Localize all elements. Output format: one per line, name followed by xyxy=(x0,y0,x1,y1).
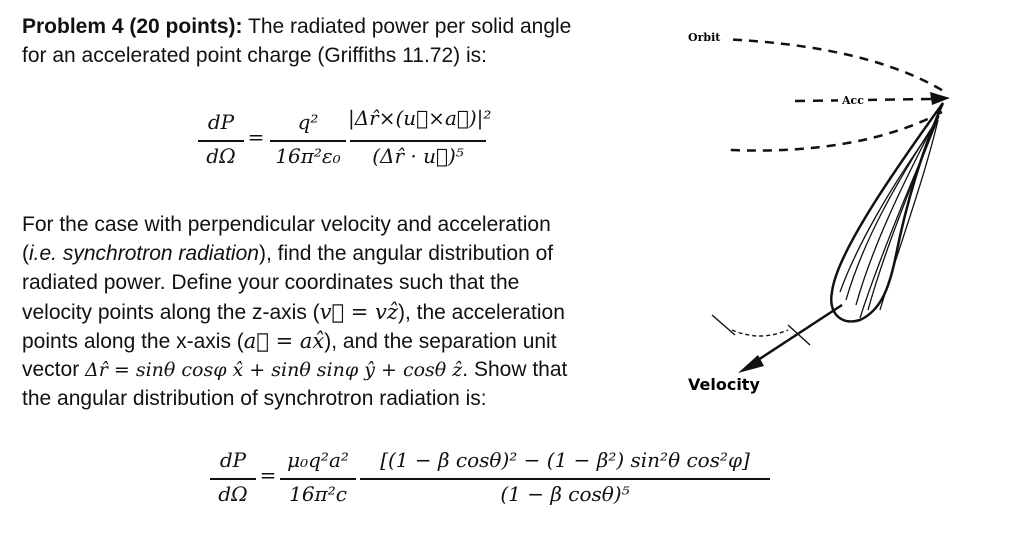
body-line-5-rest: ), and the separation unit xyxy=(324,330,557,353)
eq2-lhs-numerator: dP xyxy=(219,448,247,472)
eq2-equals: = xyxy=(259,463,277,487)
eq2-lhs-denominator: dΩ xyxy=(218,482,248,506)
synchrotron-figure: Orbit Acc Velocity xyxy=(684,29,950,394)
body-line-4-text: velocity points along the z-axis ( xyxy=(22,301,320,324)
body-line-4-rest: ), the acceleration xyxy=(397,301,565,324)
orbit-arc-lower xyxy=(729,110,943,152)
problem-heading: Problem 4 (20 points): xyxy=(22,15,243,38)
lobe-line-6 xyxy=(859,123,937,319)
orbit-label-bg xyxy=(685,29,727,45)
angle-tick-right xyxy=(787,324,811,346)
body-line-6-rest: . Show that xyxy=(462,358,568,381)
velocity-vector-math: v⃗ = vẑ xyxy=(319,300,398,324)
problem-intro-line-2: for an accelerated point charge (Griffit… xyxy=(22,44,487,67)
eq2-main-denominator: (1 − β cosθ)⁵ xyxy=(500,482,630,506)
radiation-lobe xyxy=(829,102,945,323)
eq1-lhs-numerator: dP xyxy=(207,110,235,134)
acceleration-vector-math: a⃗ = ax̂ xyxy=(243,329,325,353)
body-line-2-rest: ), find the angular distribution of xyxy=(258,242,554,265)
eq1-main-denominator: (Δr̂ · u⃗)⁵ xyxy=(372,144,464,168)
eq1-coefficient-denominator: 16π²ε₀ xyxy=(275,144,341,168)
eq2-main-bar xyxy=(360,478,770,480)
body-line-5: points along the x-axis (a⃗ = ax̂), and … xyxy=(22,327,557,356)
angle-arc xyxy=(731,329,789,337)
eq2-coefficient-bar xyxy=(280,478,356,480)
acceleration-arrow-line xyxy=(794,97,933,103)
velocity-arrow-line xyxy=(754,303,843,364)
body-line-2: (i.e. synchrotron radiation), find the a… xyxy=(22,240,553,268)
body-line-7: the angular distribution of synchrotron … xyxy=(22,387,487,410)
velocity-arrowhead xyxy=(738,355,764,373)
eq1-main-bar xyxy=(350,140,486,142)
separation-vector-math: Δr̂ = sinθ cosφ x̂ + sinθ sinφ ŷ + cosθ … xyxy=(85,359,463,381)
eq1-main-numerator: |Δr̂×(u⃗×a⃗)|² xyxy=(348,106,492,130)
body-paren-open: ( xyxy=(22,242,29,265)
eq1-coefficient-bar xyxy=(270,140,346,142)
acc-label: Acc xyxy=(841,94,864,107)
eq2-coefficient-numerator: μ₀q²a² xyxy=(287,448,349,472)
problem-intro-line-1: Problem 4 (20 points): The radiated powe… xyxy=(22,13,571,41)
orbit-arc-upper xyxy=(684,36,946,94)
body-line-6: vector Δr̂ = sinθ cosφ x̂ + sinθ sinφ ŷ … xyxy=(22,356,567,384)
eq1-equals: = xyxy=(247,125,265,149)
eq2-main-numerator: [(1 − β cosθ)² − (1 − β²) sin²θ cos²φ] xyxy=(380,448,750,472)
acc-label-bg xyxy=(838,92,868,108)
body-line-4: velocity points along the z-axis (v⃗ = v… xyxy=(22,298,565,327)
body-line-5-text: points along the x-axis ( xyxy=(22,330,244,353)
body-line-3: radiated power. Define your coordinates … xyxy=(22,271,520,294)
eq2-coefficient-denominator: 16π²c xyxy=(289,482,347,506)
eq1-coefficient-numerator: q² xyxy=(297,110,319,134)
eq2-lhs-fraction-bar xyxy=(210,478,256,480)
eq1-lhs-fraction-bar xyxy=(198,140,244,142)
angle-tick-left xyxy=(711,314,736,336)
velocity-label: Velocity xyxy=(688,375,760,394)
acceleration-arrowhead xyxy=(930,92,950,105)
problem-intro-text: The radiated power per solid angle xyxy=(242,15,572,38)
orbit-label: Orbit xyxy=(688,31,721,44)
body-line-6-text: vector xyxy=(22,358,86,381)
eq1-lhs-denominator: dΩ xyxy=(206,144,236,168)
body-italic-term: i.e. synchrotron radiation xyxy=(29,242,259,265)
body-line-1: For the case with perpendicular velocity… xyxy=(22,213,551,236)
lobe-line-4 xyxy=(879,119,939,311)
lobe-line-5 xyxy=(839,121,938,293)
